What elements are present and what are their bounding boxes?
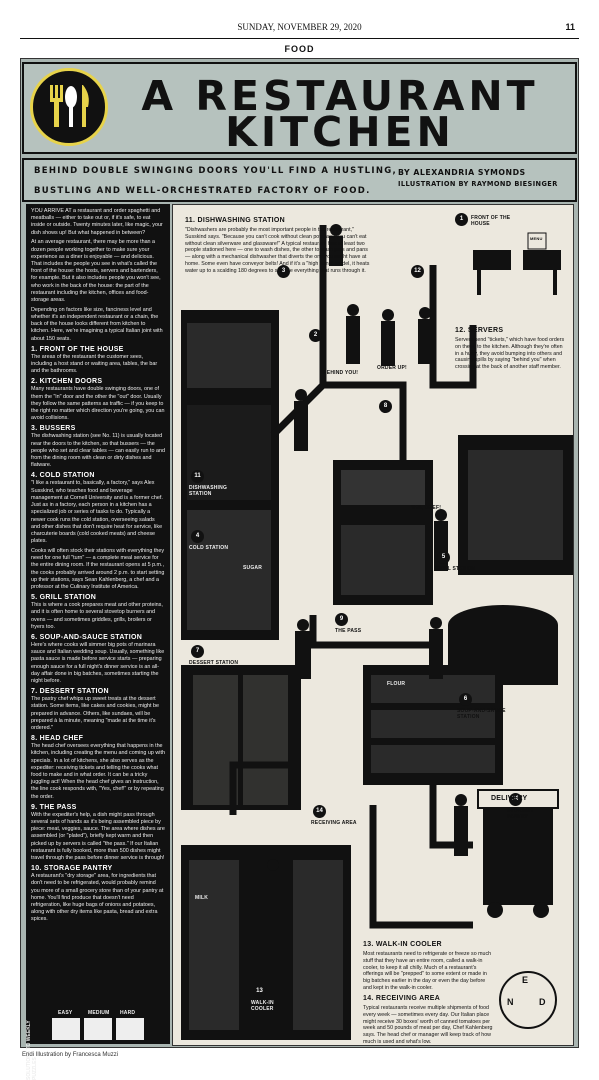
section-heading: 9. THE PASS xyxy=(31,803,77,811)
section-heading: 6. SOUP-AND-SAUCE STATION xyxy=(31,633,143,641)
section-heading: 5. GRILL STATION xyxy=(31,594,97,602)
section-heading: 1. FRONT OF THE HOUSE xyxy=(31,345,124,353)
solution-grid-easy xyxy=(52,1018,80,1040)
solution-easy-label: EASY xyxy=(58,1010,73,1016)
label-dessert-station: DESSERT STATION xyxy=(189,660,239,666)
subtitle-line-1: BEHIND DOUBLE SWINGING DOORS YOU'LL FIND… xyxy=(34,166,398,176)
section-text: "I like a restaurant to, basically, a fa… xyxy=(31,480,163,545)
dessert-station-fridge xyxy=(181,665,301,810)
caption-12-text: Servers send "tickets," which have food … xyxy=(455,337,565,371)
caption-11-text: "Dishwashers are probably the most impor… xyxy=(185,227,370,274)
marker-7: 7 xyxy=(191,645,204,658)
label-milk: MILK xyxy=(195,895,209,901)
section-heading: 10. STORAGE PANTRY xyxy=(31,865,113,873)
compass-n: N xyxy=(507,997,514,1007)
intro-paragraph: YOU ARRIVE AT a restaurant and order spa… xyxy=(31,208,163,236)
masthead-date: SUNDAY, NOVEMBER 29, 2020 xyxy=(237,22,362,32)
solution-grid-medium xyxy=(84,1018,112,1040)
caption-13-title: 13. WALK-IN COOLER xyxy=(363,941,442,948)
marker-12: 12 xyxy=(411,265,424,278)
section-text: This is where a cook prepares meat and o… xyxy=(31,602,163,630)
byline: BY ALEXANDRIA SYMONDS xyxy=(398,168,526,177)
marker-1: 1 xyxy=(455,213,468,226)
subtitle-box xyxy=(22,158,577,202)
label-cold-station: COLD STATION xyxy=(189,545,229,551)
solution-grid-hard xyxy=(116,1018,144,1040)
subtitle-line-2: BUSTLING AND WELL-ORCHESTRATED FACTORY O… xyxy=(34,186,371,196)
headline-line-2: KITCHEN xyxy=(225,108,455,156)
top-rule xyxy=(20,38,579,39)
marker-13: 13 xyxy=(253,985,266,998)
section-text: The head chef oversees everything that h… xyxy=(31,743,165,800)
caption-14-text: Typical restaurants receive multiple shi… xyxy=(363,1005,493,1045)
compass-d: D xyxy=(539,997,546,1007)
marker-10: 10 xyxy=(509,793,522,806)
section-label: FOOD xyxy=(284,44,315,54)
section-heading: 2. KITCHEN DOORS xyxy=(31,378,103,386)
illustration-credit: ILLUSTRATION BY RAYMOND BIESINGER xyxy=(398,180,558,188)
marker-8: 8 xyxy=(379,400,392,413)
caption-13-text: Most restaurants need to refrigerate or … xyxy=(363,951,492,991)
section-heading: 3. BUSSERS xyxy=(31,425,76,433)
label-walk-in: WALK-IN COOLER xyxy=(251,1000,274,1012)
label-flour: FLOUR xyxy=(387,681,406,687)
section-text: Cooks will often stock their stations wi… xyxy=(31,547,165,590)
intro-paragraph: Depending on factors like size, fancines… xyxy=(31,306,163,342)
utensils-logo-icon xyxy=(30,68,108,146)
header-box xyxy=(22,62,577,154)
label-grill-station: GRILL STATION xyxy=(435,566,476,572)
page-number: 11 xyxy=(565,22,575,32)
marker-3: 3 xyxy=(277,265,290,278)
kitchen-illustration: 11. DISHWASHING STATION "Dishwashers are… xyxy=(172,204,574,1046)
section-text: Here's where cooks will simmer big pots … xyxy=(31,641,165,684)
marker-4: 4 xyxy=(191,530,204,543)
section-text: A restaurant's "dry storage" area, for i… xyxy=(31,873,164,923)
page-credit: Endi Illustration by Francesca Muzzi xyxy=(22,1052,119,1058)
section-heading: 4. COLD STATION xyxy=(31,472,95,480)
section-text: With the expediter's help, a dish might … xyxy=(31,811,165,862)
delivery-truck xyxy=(483,805,553,905)
headline-line-1: A RESTAURANT xyxy=(141,72,539,120)
caption-12-title: 12. SERVERS xyxy=(455,327,504,334)
caption-14-title: 14. RECEIVING AREA xyxy=(363,995,441,1002)
caption-11-title: 11. DISHWASHING STATION xyxy=(185,217,285,224)
label-menu: MENU xyxy=(530,236,543,241)
article-text-column: YOU ARRIVE AT a restaurant and order spa… xyxy=(26,204,170,1044)
marker-9: 9 xyxy=(335,613,348,626)
label-order-up: ORDER UP! xyxy=(377,365,407,371)
label-delivery: DELIVERY xyxy=(491,795,528,802)
label-front-of-house: FRONT OF THE HOUSE xyxy=(471,215,511,227)
section-text: Many restaurants have double swinging do… xyxy=(31,386,165,422)
kitchen-floorplan-graphic xyxy=(181,224,573,1040)
marker-6: 6 xyxy=(459,693,472,706)
marker-11: 11 xyxy=(191,470,204,483)
label-behind-you: BEHIND YOU! xyxy=(323,370,359,376)
label-dishwashing: DISHWASHING STATION xyxy=(189,485,228,497)
section-heading: 7. DESSERT STATION xyxy=(31,688,109,696)
solutions-label: SOLUTIONS TO WEEKLY PUZZLES xyxy=(26,1020,38,1080)
label-sugar: SUGAR xyxy=(243,565,263,571)
label-the-pass: THE PASS xyxy=(335,628,362,634)
label-storage-pantry: STORAGE PANTRY xyxy=(507,808,534,820)
marker-14: 14 xyxy=(313,805,326,818)
label-soup-station: SOUP-AND-SAUCE STATION xyxy=(457,708,506,720)
marker-2: 2 xyxy=(309,329,322,342)
solution-hard-label: HARD xyxy=(120,1010,136,1016)
intro-paragraph: At an average restaurant, there may be m… xyxy=(31,239,161,304)
marker-5: 5 xyxy=(437,551,450,564)
label-yes-chef: YES, CHEF! xyxy=(411,505,442,511)
compass-e: E xyxy=(522,975,529,985)
section-text: The dishwashing station (see No. 11) is … xyxy=(31,433,165,469)
label-receiving-area: RECEIVING AREA xyxy=(311,820,357,826)
section-heading: 8. HEAD CHEF xyxy=(31,735,84,743)
solution-medium-label: MEDIUM xyxy=(88,1010,110,1016)
section-text: The pastry chef whips up sweet treats at… xyxy=(31,696,159,731)
section-text: The areas of the restaurant the customer… xyxy=(31,353,158,375)
